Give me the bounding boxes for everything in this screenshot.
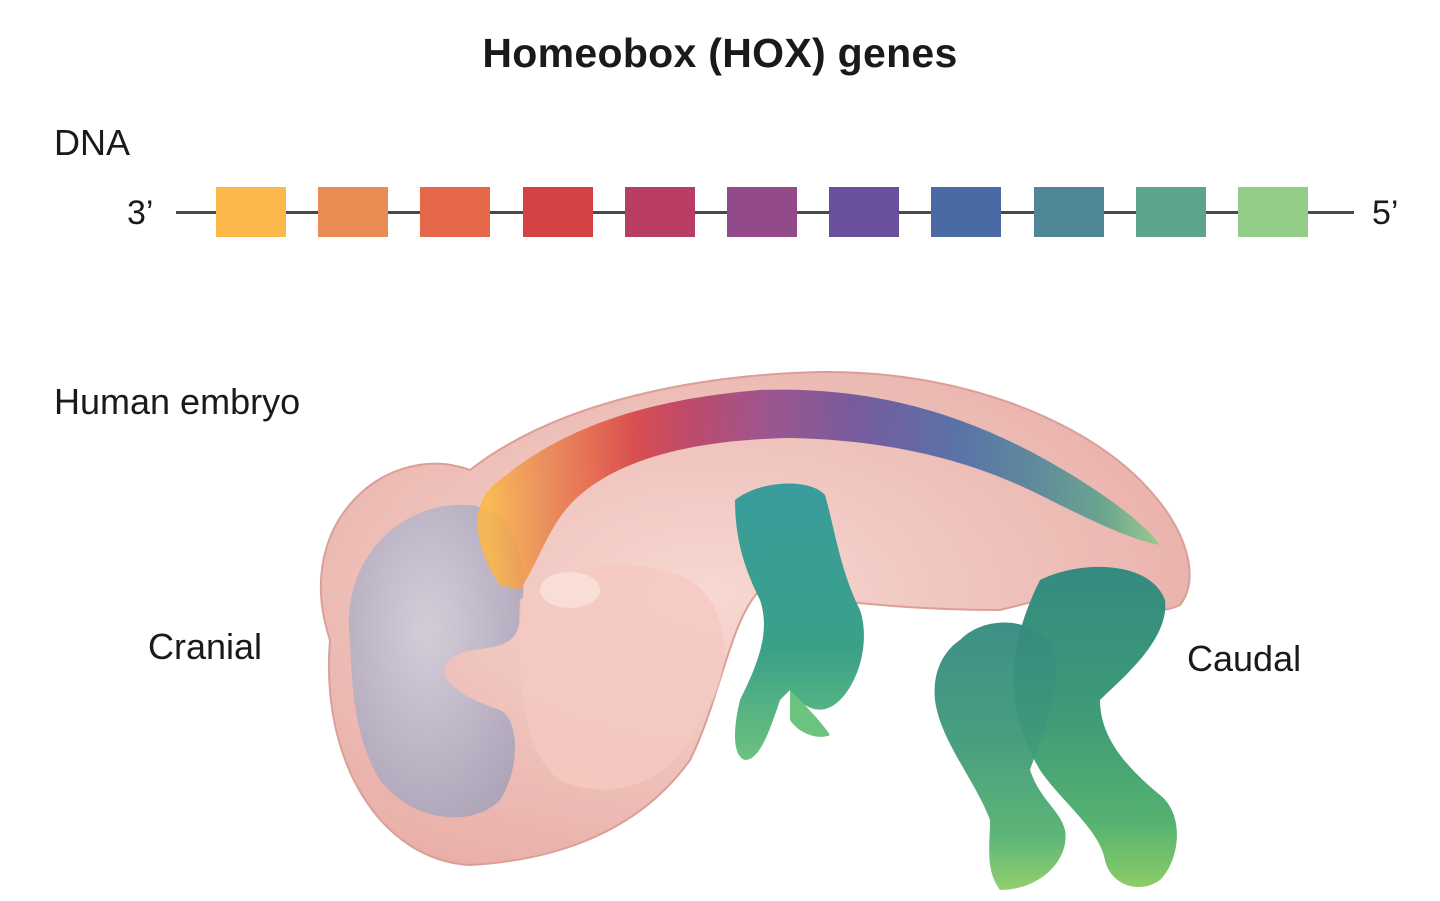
face-shape xyxy=(519,564,724,790)
hox-gene-box-10 xyxy=(1136,187,1206,237)
figure-title: Homeobox (HOX) genes xyxy=(482,30,958,76)
caudal-label: Caudal xyxy=(1187,638,1302,679)
hox-gene-box-7 xyxy=(829,187,899,237)
hox-gene-box-11 xyxy=(1238,187,1308,237)
human-embryo-label: Human embryo xyxy=(54,381,301,422)
hindlimb-front xyxy=(934,622,1066,890)
hox-gene-box-9 xyxy=(1034,187,1104,237)
hox-gene-box-6 xyxy=(727,187,797,237)
hox-gene-box-1 xyxy=(216,187,286,237)
hox-gene-box-3 xyxy=(420,187,490,237)
hindlimb-back xyxy=(1013,566,1177,888)
three-prime-label: 3’ xyxy=(127,194,154,232)
cranial-label: Cranial xyxy=(148,626,263,667)
hand xyxy=(790,690,830,737)
spinal-cord-hox-domains xyxy=(477,389,1160,590)
hox-gene-box-5 xyxy=(625,187,695,237)
forelimb xyxy=(735,483,864,760)
hox-gene-box-8 xyxy=(931,187,1001,237)
ear-shape xyxy=(540,572,600,608)
hox-gene-box-2 xyxy=(318,187,388,237)
dna-label: DNA xyxy=(54,122,131,163)
five-prime-label: 5’ xyxy=(1372,194,1399,232)
hox-gene-box-4 xyxy=(523,187,593,237)
brain-shape xyxy=(348,504,524,818)
